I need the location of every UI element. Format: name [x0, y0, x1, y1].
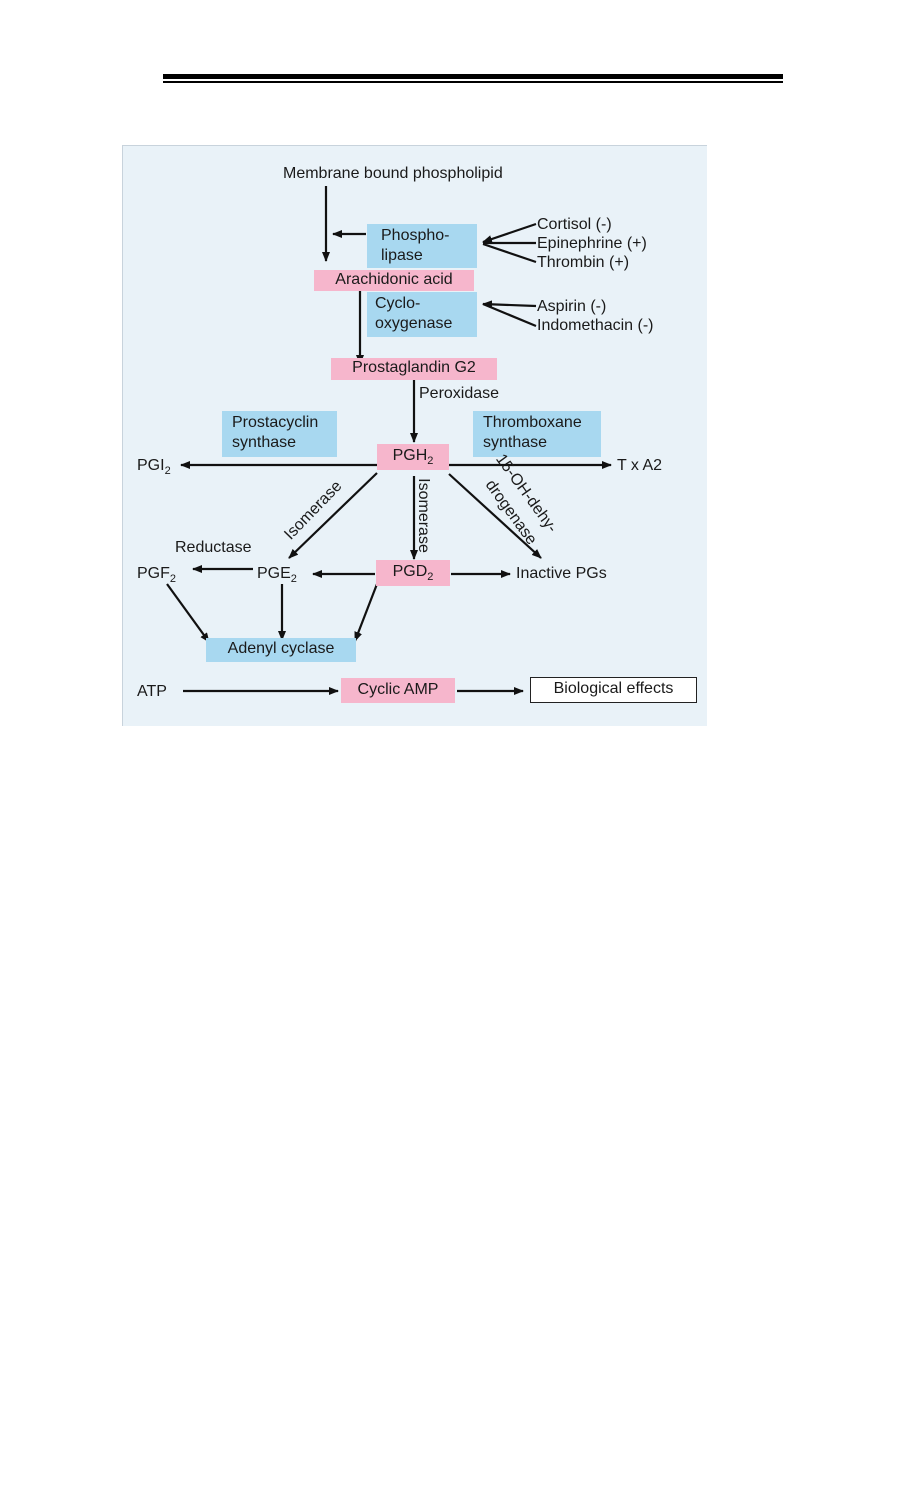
cyclic-amp-box: Cyclic AMP: [341, 678, 455, 703]
arrow-cortisol: [482, 222, 537, 244]
pgi2-sub: 2: [164, 465, 171, 478]
prostaglandin-g2-box: Prostaglandin G2: [331, 358, 497, 380]
cyclooxygenase-box: Cyclo- oxygenase: [367, 292, 477, 337]
cyclooxygenase-line1: Cyclo-: [375, 295, 421, 312]
pgf2-label: PGF2: [137, 564, 176, 589]
arrow-pgh2-to-inactive: [448, 473, 542, 559]
pathway-arrows: [166, 186, 612, 695]
epinephrine-label: Epinephrine (+): [537, 235, 647, 252]
atp-label: ATP: [137, 683, 167, 700]
adenyl-cyclase-box: Adenyl cyclase: [206, 638, 356, 662]
pge2-base: PGE: [257, 565, 291, 582]
membrane-phospholipid-label: Membrane bound phospholipid: [283, 165, 503, 182]
cortisol-label: Cortisol (-): [537, 216, 612, 233]
prostacyclin-synthase-box: Prostacyclin synthase: [222, 411, 337, 457]
arrow-aspirin: [482, 300, 537, 309]
arachidonic-acid-box: Arachidonic acid: [314, 270, 474, 291]
cyclooxygenase-line2: oxygenase: [375, 315, 453, 332]
arrow-thrombin: [482, 242, 537, 264]
reductase-label: Reductase: [175, 539, 252, 556]
indomethacin-label: Indomethacin (-): [537, 317, 654, 334]
txa2-label: T x A2: [617, 457, 663, 474]
header-rule-thin: [163, 81, 783, 83]
arrow-pgh2-to-pge2: [288, 472, 378, 559]
header-rule-thick: [163, 74, 783, 79]
pgi2-label: PGI2: [137, 456, 171, 481]
thrombin-label: Thrombin (+): [537, 254, 630, 271]
biological-effects-box: Biological effects: [530, 677, 697, 703]
phospholipase-line1: Phospho-: [381, 227, 450, 244]
prostacyclin-synthase-line1: Prostacyclin: [232, 414, 319, 431]
pgh2-sub: 2: [427, 455, 434, 468]
pgf2-base: PGF: [137, 565, 170, 582]
prostaglandin-pathway-diagram: Membrane bound phospholipid Phospho- lip…: [122, 145, 707, 726]
inactive-pgs-label: Inactive PGs: [516, 565, 607, 582]
peroxidase-label: Peroxidase: [419, 385, 500, 402]
thromboxane-synthase-line1: Thromboxane: [483, 414, 582, 431]
phospholipase-box: Phospho- lipase: [367, 224, 477, 268]
pgd2-sub: 2: [427, 571, 434, 584]
pgf2-sub: 2: [169, 573, 177, 586]
phospholipase-line2: lipase: [381, 247, 423, 264]
arrow-pgf2-to-adenyl: [166, 583, 210, 643]
pgd2-base: PGD: [392, 563, 428, 580]
pge2-label: PGE2: [257, 564, 297, 589]
thromboxane-synthase-box: Thromboxane synthase: [473, 411, 601, 457]
arrow-indomethacin: [482, 302, 537, 328]
pgd2-box: PGD2: [376, 560, 450, 586]
prostacyclin-synthase-line2: synthase: [232, 434, 297, 451]
aspirin-label: Aspirin (-): [537, 298, 607, 315]
thromboxane-synthase-line2: synthase: [483, 434, 548, 451]
pgh2-box: PGH2: [377, 444, 449, 470]
pgi2-base: PGI: [137, 457, 165, 474]
pge2-sub: 2: [290, 573, 297, 586]
pgh2-base: PGH: [392, 447, 428, 464]
arrow-pgd2-to-adenyl: [353, 583, 379, 642]
isomerase-center-label: Isomerase: [414, 478, 432, 553]
